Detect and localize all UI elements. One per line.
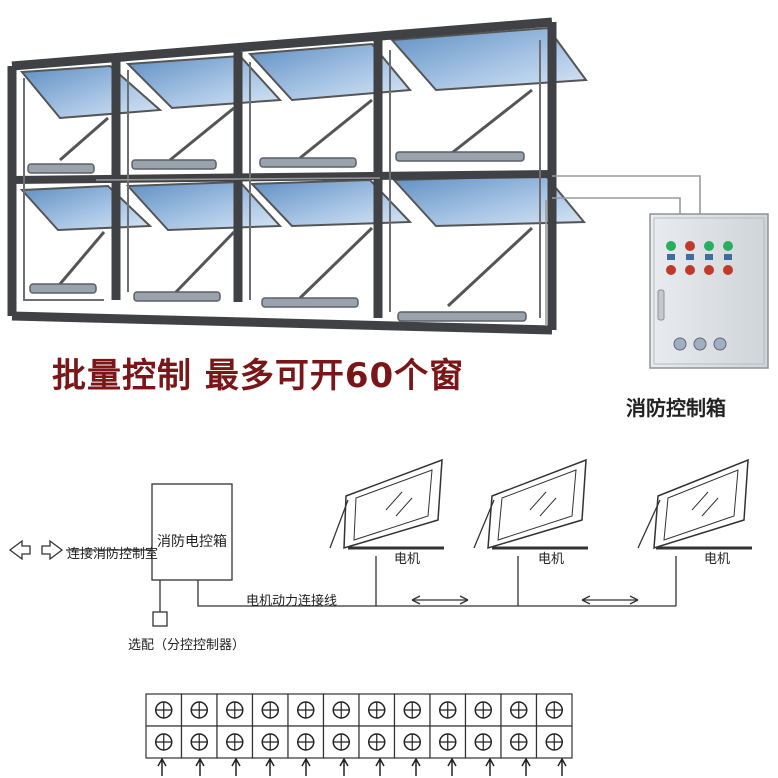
motor-label-1: 电机	[394, 552, 421, 567]
terminal-block	[145, 693, 573, 776]
wire-input-arrow-icon	[485, 757, 495, 776]
control-box-title: 消防控制箱	[626, 396, 726, 420]
wire-input-arrow-icon	[339, 757, 349, 776]
motor-label-2: 电机	[538, 552, 565, 567]
terminal-screw-slot	[404, 702, 421, 718]
terminal-screw-slot	[226, 734, 243, 750]
terminal-screw-slot	[368, 702, 385, 718]
wire-input-arrow-icon	[557, 757, 567, 776]
double-arrow-icon	[8, 539, 64, 561]
switch-knobs	[673, 337, 727, 351]
terminal-screw-slot	[404, 734, 421, 750]
wire-input-arrow-icon	[265, 757, 275, 776]
terminal-screw-slot	[155, 702, 172, 718]
motor-label-3: 电机	[704, 552, 731, 567]
terminal-screw-slot	[297, 734, 314, 750]
connect-label: 连接消防控制室	[67, 547, 159, 562]
terminal-screw-slot	[226, 702, 243, 718]
headline: 批量控制 最多可开60个窗	[52, 356, 465, 396]
wire-input-arrow-icon	[375, 757, 385, 776]
schematic-window-2	[473, 458, 588, 550]
terminal-screw-slot	[510, 702, 527, 718]
wires	[95, 175, 701, 326]
indicator-buttons	[666, 241, 733, 275]
terminal-screw-slot	[191, 702, 208, 718]
terminal-screw-slot	[333, 702, 350, 718]
terminal-screw-slot	[546, 734, 563, 750]
terminal-screw-slot	[546, 702, 563, 718]
terminal-screw-slot	[262, 734, 279, 750]
terminal-screw-slot	[297, 702, 314, 718]
terminal-screw-slot	[475, 702, 492, 718]
terminal-screw-slot	[368, 734, 385, 750]
motor-actuators	[27, 151, 527, 322]
control-box-rect	[151, 483, 233, 581]
schematic-window-1	[329, 458, 444, 550]
motor-line-label: 电机动力连接线	[246, 594, 338, 609]
terminal-screw-slot	[262, 702, 279, 718]
wire-input-arrow-icon	[447, 757, 457, 776]
wire-input-arrow-icon	[301, 757, 311, 776]
terminal-screw-slot	[191, 734, 208, 750]
fire-control-box	[649, 213, 769, 369]
wire-input-arrow-icon	[521, 757, 531, 776]
terminal-screw-slot	[155, 734, 172, 750]
window-struts	[58, 88, 534, 308]
terminal-screw-slot	[510, 734, 527, 750]
window-wall-illustration	[7, 17, 701, 335]
schematic-window-3	[637, 458, 752, 550]
optional-label: 选配（分控控制器）	[128, 638, 246, 653]
terminal-screw-slot	[439, 702, 456, 718]
wire-input-arrow-icon	[231, 757, 241, 776]
terminal-cell	[180, 693, 218, 727]
terminal-screw-slot	[475, 734, 492, 750]
terminal-screw-slot	[439, 734, 456, 750]
direction-arrows	[411, 595, 639, 605]
wire-input-arrow-icon	[411, 757, 421, 776]
door-handle	[657, 289, 665, 321]
wire-input-arrow-icon	[195, 757, 205, 776]
control-box-label: 消防电控箱	[157, 534, 227, 550]
optional-controller-rect	[152, 611, 168, 627]
terminal-screw-slot	[333, 734, 350, 750]
wiring-schematic	[8, 458, 752, 627]
wire-input-arrow-icon	[157, 757, 167, 776]
